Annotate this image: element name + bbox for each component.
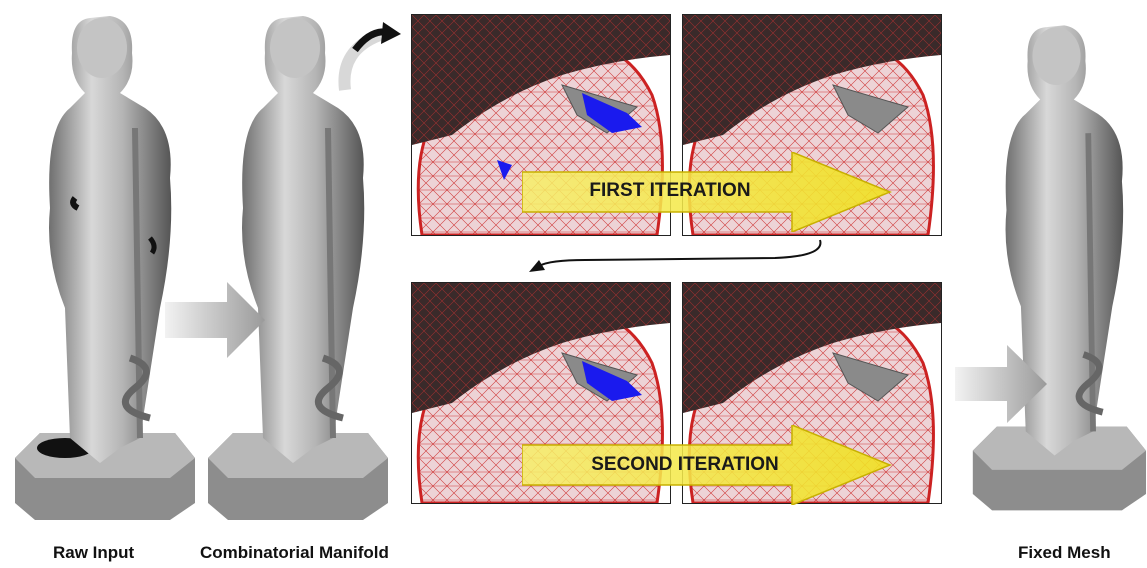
iteration-label-second: SECOND ITERATION bbox=[555, 454, 815, 476]
caption-combinatorial-manifold: Combinatorial Manifold bbox=[200, 543, 389, 563]
iteration-label-first: FIRST ITERATION bbox=[560, 180, 780, 202]
caption-raw-input: Raw Input bbox=[53, 543, 134, 563]
caption-fixed-mesh: Fixed Mesh bbox=[1018, 543, 1111, 563]
connector-arrow-icon bbox=[525, 238, 830, 278]
curved-arrow-icon bbox=[335, 20, 405, 95]
statue-fixed-mesh bbox=[968, 8, 1146, 520]
stage-arrow-1 bbox=[165, 282, 265, 358]
stage-arrow-2 bbox=[955, 345, 1047, 423]
statue-raw-input bbox=[10, 8, 195, 520]
